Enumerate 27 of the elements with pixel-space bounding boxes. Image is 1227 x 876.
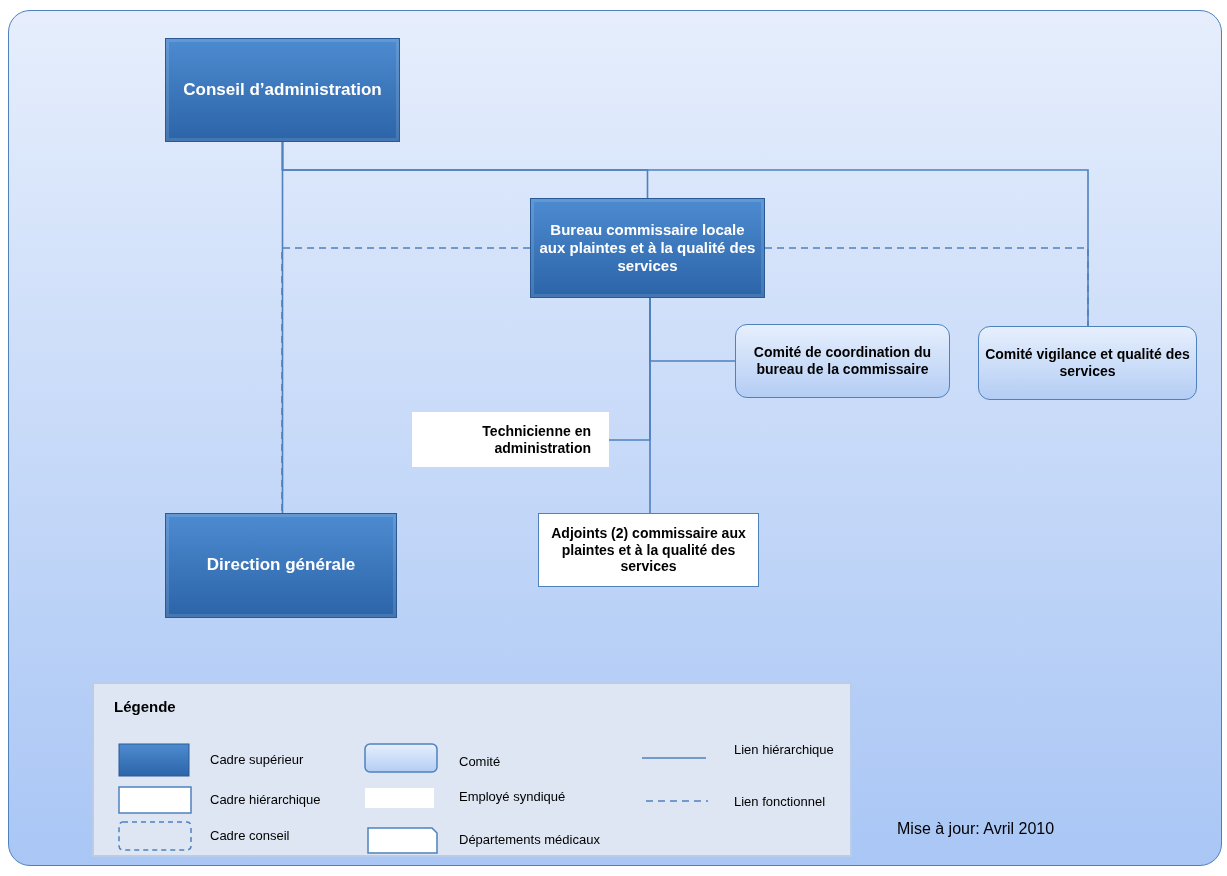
legend-label: Lien hiérarchique: [734, 742, 834, 757]
legend-label: Départements médicaux: [459, 832, 600, 847]
legend-label: Employé syndiqué: [459, 789, 566, 804]
node-label: Comité de coordination du bureau de la commissaire: [752, 344, 933, 378]
legend-label: Cadre hiérarchique: [210, 792, 321, 807]
node-label: Bureau commissaire locale aux plaintes et à la qualité des services: [538, 221, 757, 275]
staff-box: [412, 412, 609, 467]
legend-label: Comité: [459, 754, 501, 769]
legend-title: Légende: [114, 698, 176, 715]
legend-label: Cadre conseil: [210, 828, 290, 843]
executive-box: [530, 198, 765, 298]
dashed-connector: [764, 247, 1089, 327]
update-note: Mise à jour: Avril 2010: [897, 820, 1055, 838]
node-label: Technicienne en administration: [481, 422, 592, 457]
executive-box: [165, 513, 397, 618]
node-label: Adjoints (2) commissaire aux plaintes et à la qualité des services: [550, 524, 747, 576]
committee-box: [735, 324, 950, 398]
node-label: Direction générale: [205, 555, 357, 576]
manager-box: [538, 513, 759, 587]
dashed-connector: [281, 247, 531, 514]
committee-box: [978, 326, 1197, 400]
node-label: Comité vigilance et qualité des services: [984, 346, 1191, 380]
legend-label: Lien fonctionnel: [734, 794, 826, 809]
executive-box: [165, 38, 400, 142]
connector-line: [649, 297, 651, 514]
legend-label: Cadre supérieur: [210, 752, 304, 767]
node-label: Conseil d’administration: [182, 79, 383, 101]
